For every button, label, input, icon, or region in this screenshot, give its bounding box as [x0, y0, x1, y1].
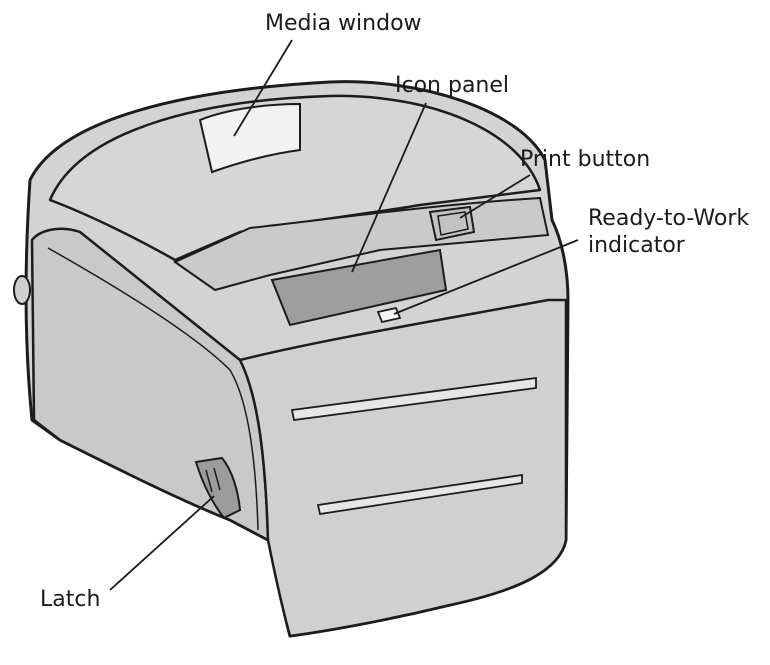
- ready-indicator: [376, 306, 402, 324]
- label-print-button: Print button: [520, 147, 651, 172]
- label-ready-indicator: Ready-to-Work indicator: [588, 205, 749, 259]
- label-latch: Latch: [40, 587, 101, 612]
- latch-grip: [205, 467, 221, 493]
- leader-icon-panel: [351, 102, 427, 273]
- leader-latch: [109, 495, 215, 591]
- label-ready-line2: indicator: [588, 233, 685, 258]
- label-media-window: Media window: [265, 11, 422, 36]
- media-window: [198, 102, 301, 174]
- label-ready-line1: Ready-to-Work: [588, 206, 750, 231]
- label-icon-panel: Icon panel: [395, 73, 510, 98]
- front-face: [238, 298, 568, 638]
- print-button-inner: [437, 211, 469, 236]
- leader-print-button: [459, 174, 531, 219]
- left-knob: [13, 275, 31, 305]
- leader-ready-indicator: [393, 239, 579, 315]
- top-cover: [48, 94, 542, 262]
- left-side-inner-edge: [47, 247, 259, 531]
- media-exit-slot: [290, 376, 537, 422]
- lower-slot: [316, 473, 523, 516]
- leader-media-window: [233, 39, 293, 137]
- icon-panel: [270, 248, 448, 327]
